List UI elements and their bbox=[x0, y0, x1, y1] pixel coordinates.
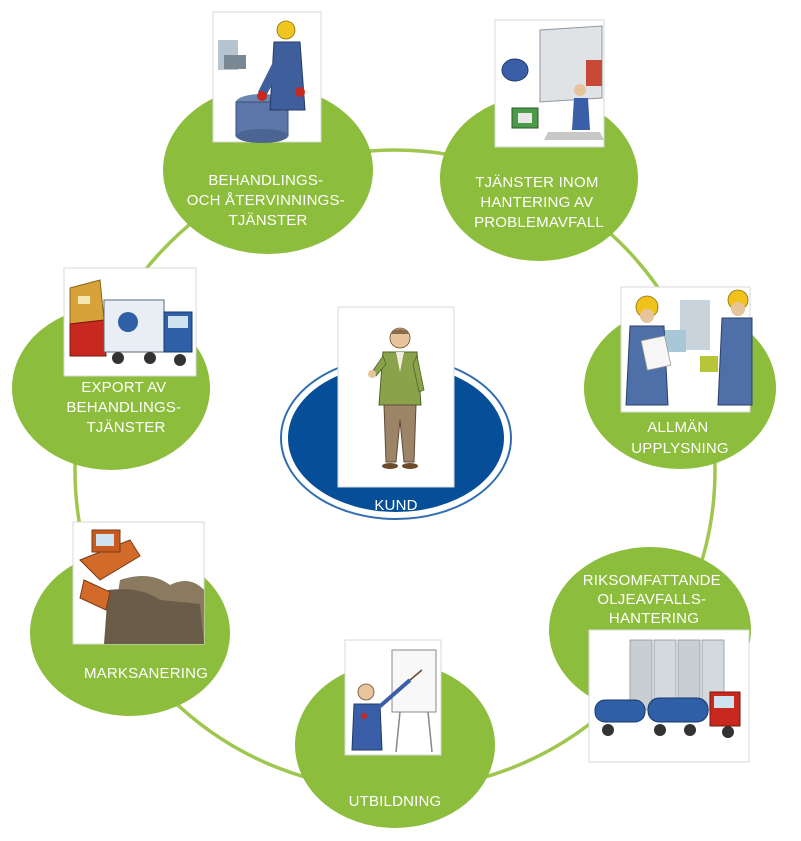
truck-harbor-illustration bbox=[63, 267, 197, 377]
node-label: MARKSANERING bbox=[84, 665, 208, 682]
truck-loading-illustration bbox=[494, 19, 605, 148]
workers-discussing-illustration bbox=[620, 286, 753, 413]
node-training: UTBILDNING bbox=[295, 639, 495, 828]
worker-with-barrel-illustration bbox=[212, 11, 322, 143]
center-node: KUND bbox=[280, 306, 512, 520]
node-general-info: ALLMÄN UPPLYSNING bbox=[584, 286, 776, 469]
instructor-illustration bbox=[344, 639, 442, 756]
node-treatment-recycling: BEHANDLINGS- OCH ÅTERVINNINGS- TJÄNSTER bbox=[163, 11, 373, 254]
customer-illustration bbox=[337, 306, 455, 488]
bulldozer-illustration bbox=[72, 521, 205, 645]
node-label: ALLMÄN UPPLYSNING bbox=[631, 419, 729, 457]
node-oil-waste: RIKSOMFATTANDE OLJEAVFALLS- HANTERING bbox=[549, 547, 751, 763]
node-label: TJÄNSTER INOM HANTERING AV PROBLEMAVFALL bbox=[474, 174, 604, 231]
node-soil-remediation: MARKSANERING bbox=[30, 521, 230, 716]
node-label: UTBILDNING bbox=[349, 793, 442, 810]
node-export: EXPORT AV BEHANDLINGS- TJÄNSTER bbox=[12, 267, 210, 470]
center-label: KUND bbox=[374, 497, 417, 514]
node-hazardous-waste: TJÄNSTER INOM HANTERING AV PROBLEMAVFALL bbox=[440, 19, 638, 261]
node-label: RIKSOMFATTANDE OLJEAVFALLS- HANTERING bbox=[583, 572, 725, 627]
node-label: EXPORT AV BEHANDLINGS- TJÄNSTER bbox=[66, 379, 185, 436]
tanker-truck-illustration bbox=[588, 629, 750, 763]
node-label: BEHANDLINGS- OCH ÅTERVINNINGS- TJÄNSTER bbox=[187, 172, 350, 229]
